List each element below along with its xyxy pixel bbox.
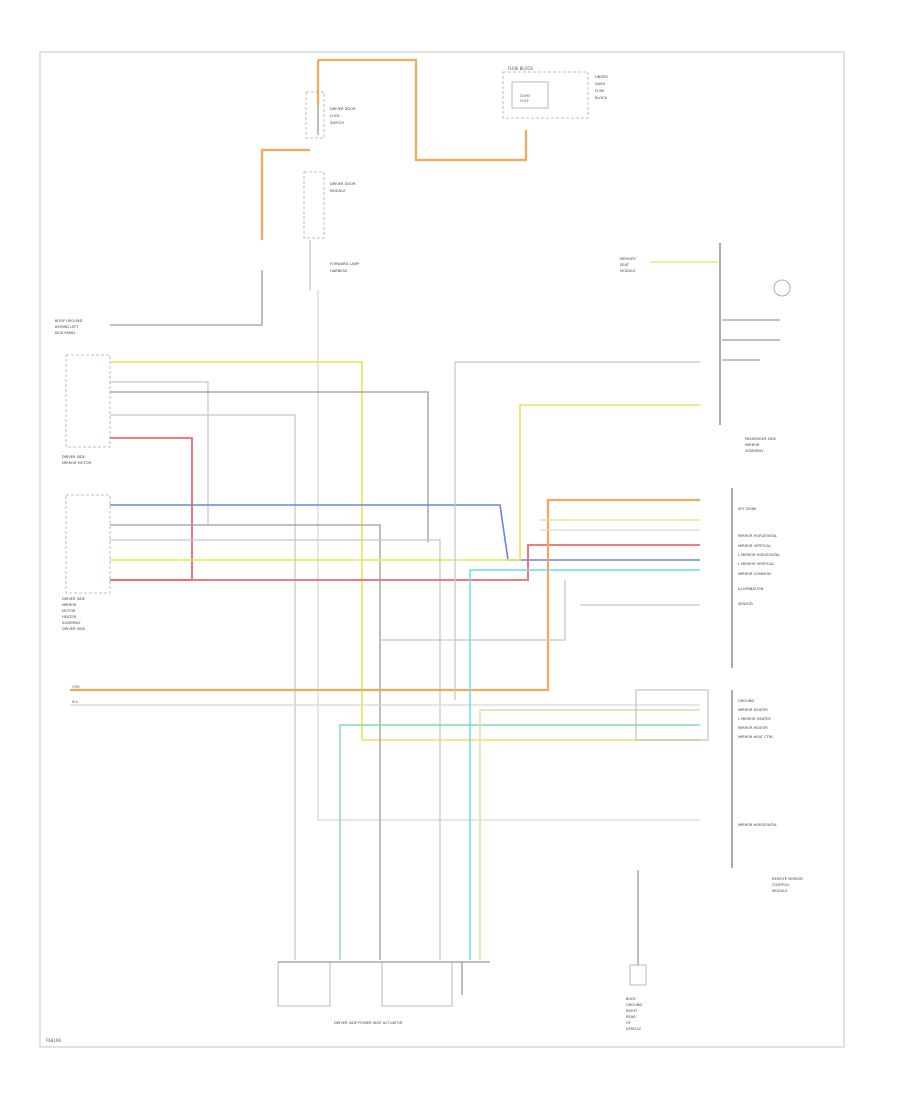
- ground-l1: BODY: [626, 997, 637, 1001]
- left-motor2-l3: MOTOR: [62, 609, 76, 613]
- actuator-label: DRIVER SIDE POWER SEAT ACTUATOR: [334, 1021, 403, 1025]
- memory-seat-l1: MEMORY: [620, 257, 637, 261]
- dome-fuse-l2: FUSE: [520, 99, 529, 103]
- white-long-wire: [317, 290, 700, 821]
- door-module-l2: MODULE: [330, 189, 346, 193]
- ground-l4: REAR: [626, 1015, 636, 1019]
- conn2-label-2: L MIRROR HEATER: [738, 717, 771, 721]
- gray-wire-e: [110, 539, 441, 960]
- door-module-box: [303, 171, 325, 239]
- conn-label-4: L MIRROR VERTICAL: [738, 562, 774, 566]
- conn-label-0: SET DONE: [738, 507, 757, 511]
- actuator-box-1: [277, 961, 331, 1007]
- red-wire-1: [110, 437, 193, 581]
- gray-ground-wire: [110, 270, 263, 326]
- door-lock-switch: DRIVER DOOR LOCK SWITCH DRIVER DOOR MODU…: [303, 91, 356, 239]
- conn-label-5: MIRROR COMMON: [738, 572, 771, 576]
- gray-wire-c: [110, 414, 296, 960]
- conn2-label-1: MIRROR HEATER: [738, 708, 768, 712]
- remote-mirror-l3: MODULE: [772, 889, 788, 893]
- left-motor2-l4: HEATER: [62, 615, 77, 619]
- orange-wire-top: [318, 58, 528, 162]
- fuse-block-right-l4: BLOCK: [595, 96, 608, 100]
- left-motor-l2: MIRROR MOTOR: [62, 461, 92, 465]
- red-wire-2: [110, 544, 700, 581]
- gray-wire-f: [380, 580, 566, 641]
- body-ground-l3: KICK PANEL: [55, 331, 76, 335]
- memory-seat-l3: MODULE: [620, 269, 636, 273]
- passenger-mirror-l1: PASSENGER SIDE: [745, 437, 777, 441]
- wire-tag-orn: ORN: [72, 685, 80, 689]
- conn2-label-3: MIRROR HEATER: [738, 726, 768, 730]
- fuse-block-right-l2: DASH: [595, 82, 605, 86]
- ground-box: [629, 964, 647, 986]
- remote-mirror-connector: SET DONE MIRROR HORIZONTAL MIRROR VERTIC…: [635, 488, 803, 893]
- passenger-mirror-l3: ASSEMBLY: [745, 449, 764, 453]
- top-power-circuit: [260, 58, 528, 240]
- left-motor2-l5: ASSEMBLY: [62, 621, 81, 625]
- cyan-wire-1: [469, 569, 700, 960]
- switch-box: [305, 91, 325, 139]
- left-motor-box-1: [65, 354, 111, 448]
- left-motor2-l1: DRIVER SIDE: [62, 597, 86, 601]
- conn-label-2: MIRROR VERTICAL: [738, 544, 771, 548]
- tan-wire-1: [479, 709, 700, 960]
- body-ground-l1: BODY GROUND: [55, 319, 83, 323]
- yellow-wire-2: [110, 404, 700, 561]
- orange-wire-long: [70, 498, 700, 692]
- left-motor2-l2: MIRROR: [62, 603, 77, 607]
- dome-fuse-l1: DOME: [520, 94, 530, 98]
- orange-wire-left: [260, 148, 310, 240]
- power-seat-actuator: DRIVER SIDE POWER SEAT ACTUATOR: [277, 961, 490, 1025]
- left-motor-wires: [110, 361, 700, 960]
- fuse-block-label: FUSE BLOCK: [508, 66, 533, 71]
- remote-mirror-l1: REMOTE MIRROR: [772, 877, 803, 881]
- gray-wire-b: [110, 391, 429, 542]
- passenger-mirror: MEMORY SEAT MODULE PASSENGER SIDE MIRROR…: [620, 243, 791, 453]
- remote-mirror-l2: CONTROL: [772, 883, 790, 887]
- wire-tag-blk: BLK: [72, 700, 79, 704]
- left-motor2-l6: DRIVER SIDE: [62, 627, 86, 631]
- fuse-element: [511, 81, 549, 109]
- conn-label-3: L MIRROR HORIZONTAL: [738, 553, 780, 557]
- fuse-block-top: FUSE BLOCK UNDER DASH FUSE BLOCK DOME FU…: [502, 66, 608, 119]
- conn-label-6: ILLUMINATION: [738, 587, 764, 591]
- fuse-block-right-l1: UNDER: [595, 75, 608, 79]
- conn-label-1: MIRROR HORIZONTAL: [738, 534, 777, 538]
- blue-wire-1: [110, 504, 700, 561]
- connector-sub-box: [635, 689, 709, 741]
- gray-wire-d: [110, 524, 381, 960]
- ground-l6: VEHICLE: [626, 1027, 642, 1031]
- diagram-frame: [39, 51, 845, 1048]
- fwd-lamp-l1: FORWARD LAMP: [330, 262, 360, 266]
- fuse-block-box: [502, 71, 589, 119]
- left-motor-l1: DRIVER SIDE: [62, 455, 86, 459]
- fwd-lamp-l2: HARNESS: [330, 269, 348, 273]
- fuse-block-right-l3: FUSE: [595, 89, 605, 93]
- ground-l3: RIGHT: [626, 1009, 638, 1013]
- door-module-l1: DRIVER DOOR: [330, 182, 356, 186]
- conn2-label-0: GROUND: [738, 699, 754, 703]
- left-motor-box-2: [65, 494, 111, 594]
- left-mirror-motor: DRIVER SIDE MIRROR MOTOR DRIVER SIDE MIR…: [62, 354, 111, 631]
- gray-wire-a: [110, 381, 209, 525]
- yellow-wire-1: [110, 361, 700, 741]
- green-wire-1: [339, 724, 700, 960]
- conn2-label-4: MIRROR HEAT CTRL: [738, 735, 773, 739]
- body-ground-l2: BEHIND LEFT: [55, 325, 79, 329]
- memory-seat-l2: SEAT: [620, 263, 630, 267]
- ground-l2: GROUND: [626, 1003, 642, 1007]
- ground-l5: OF: [626, 1021, 631, 1025]
- passenger-mirror-l2: MIRROR: [745, 443, 760, 447]
- footer-code: F68196: [46, 1038, 61, 1043]
- bottom-ground: BODY GROUND RIGHT REAR OF VEHICLE: [626, 870, 647, 1031]
- conn2-label-5: MIRROR HORIZONTAL: [738, 823, 777, 827]
- conn-label-7: SENSOR: [738, 602, 753, 606]
- mirror-symbol-icon: [773, 279, 791, 297]
- door-switch-l2: LOCK: [330, 114, 340, 118]
- door-switch-l3: SWITCH: [330, 121, 344, 125]
- door-switch-l1: DRIVER DOOR: [330, 107, 356, 111]
- actuator-box-2: [381, 961, 453, 1007]
